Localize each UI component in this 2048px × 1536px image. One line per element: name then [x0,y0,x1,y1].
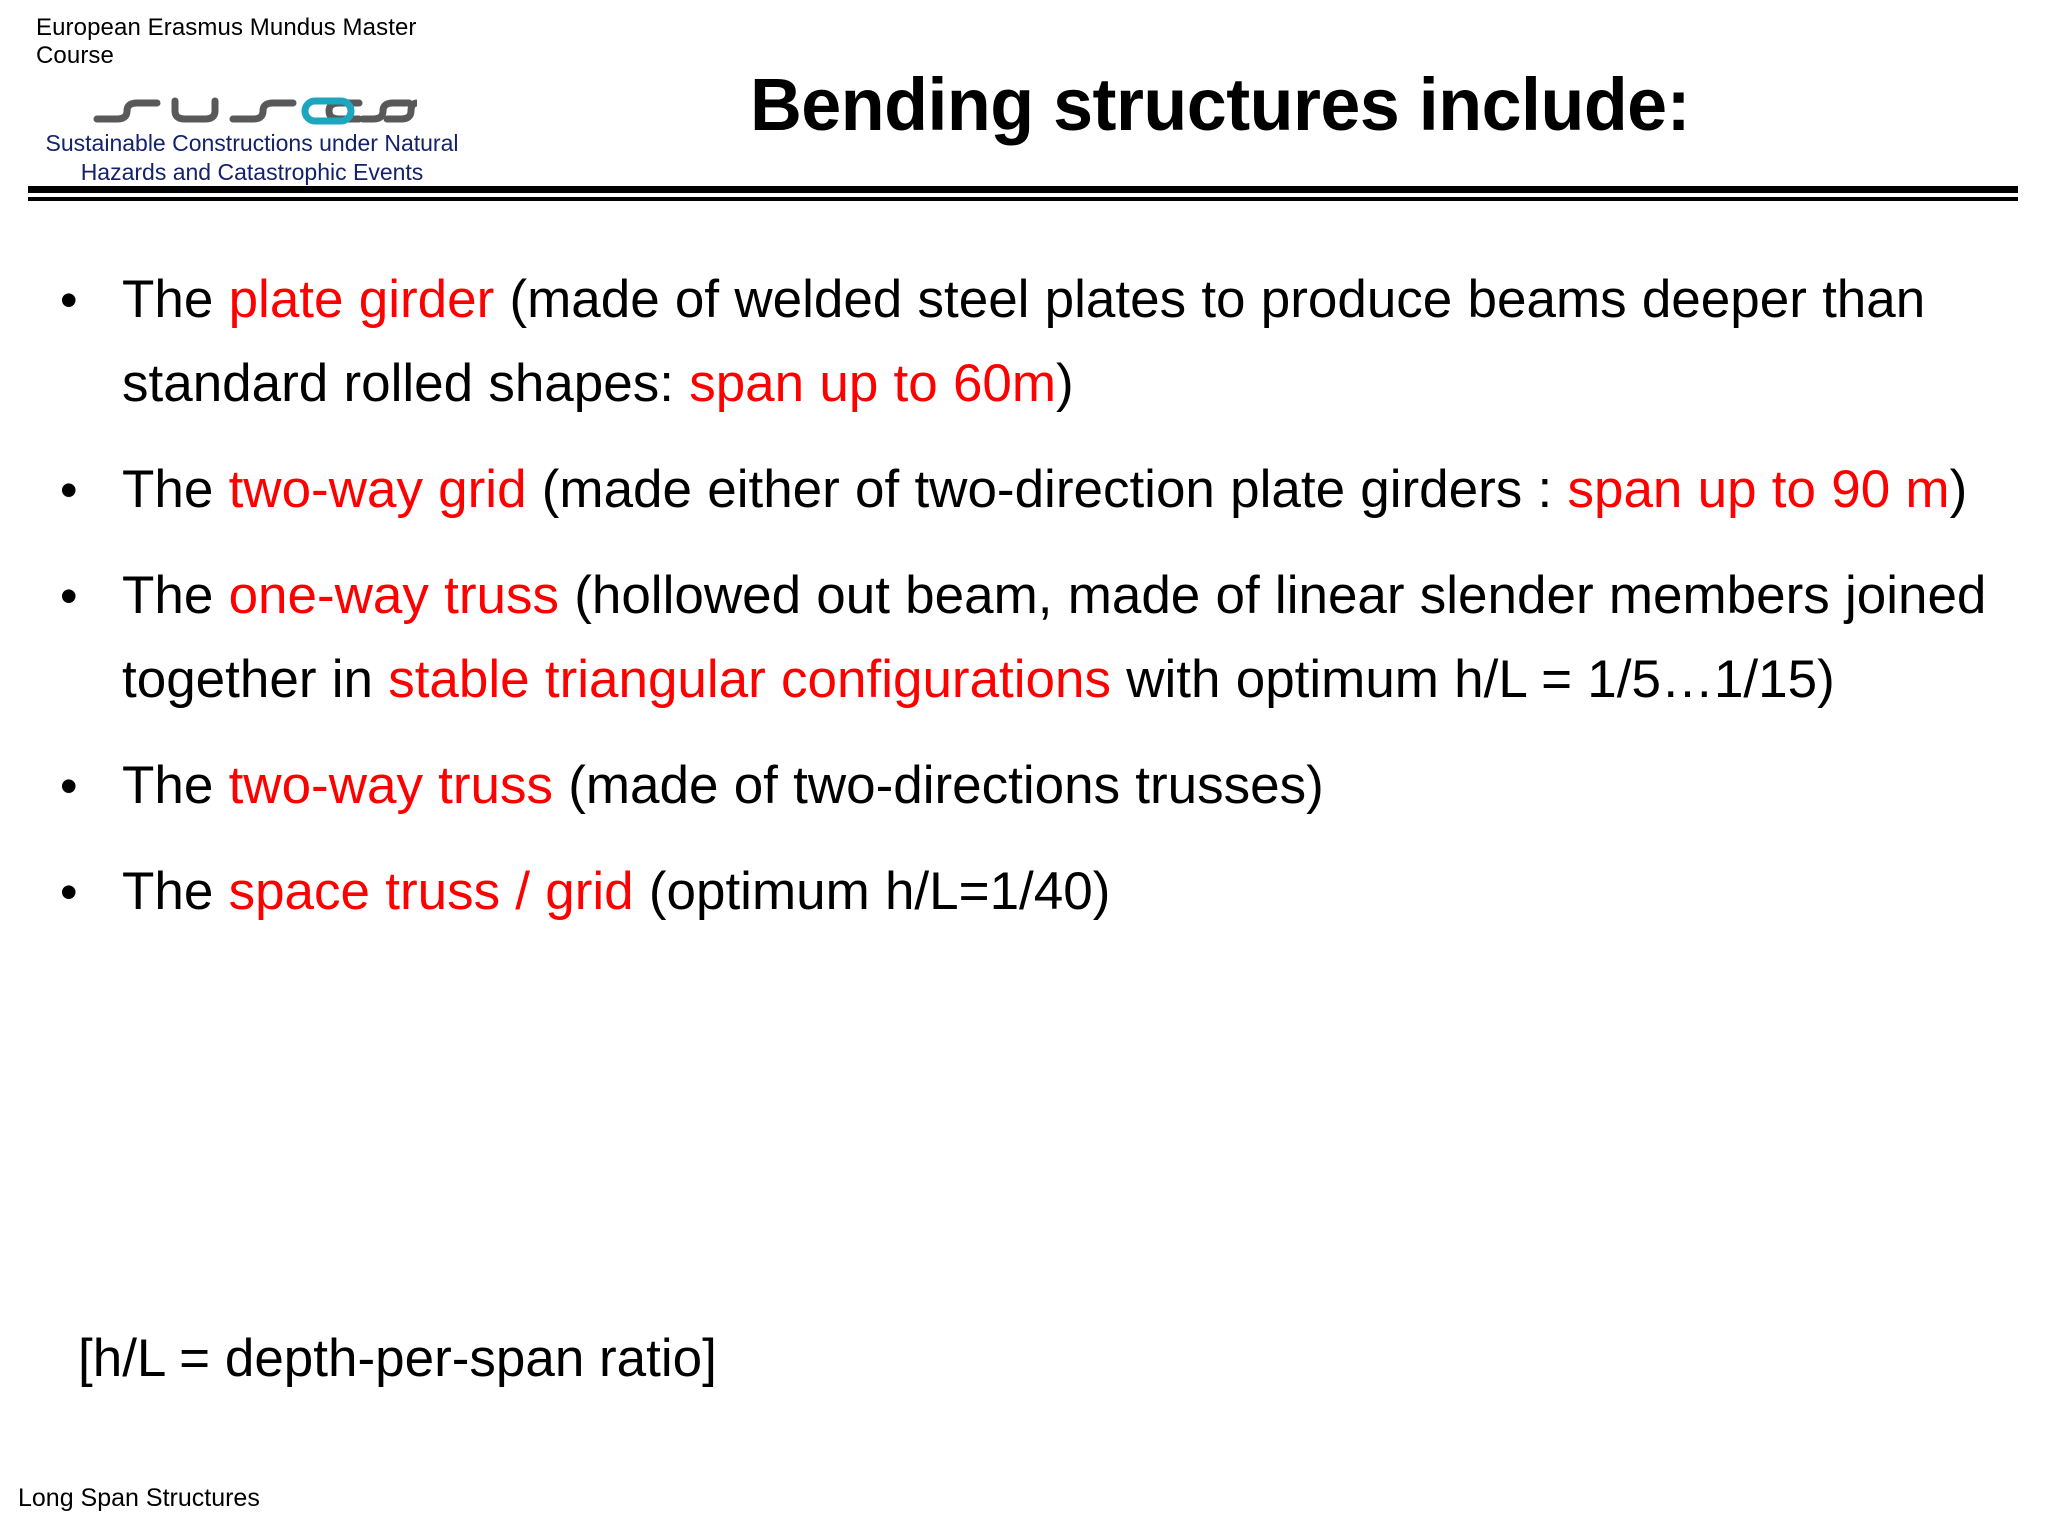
divider-thick-line [28,186,2018,193]
suscos-wordmark-icon [22,75,482,127]
list-item: • The plate girder (made of welded steel… [0,258,2048,426]
list-item: • The one-way truss (hollowed out beam, … [0,554,2048,722]
bullet-segment: The [122,566,229,625]
list-item: • The space truss / grid (optimum h/L=1/… [0,850,2048,934]
definition-note: [h/L = depth-per-span ratio] [78,1329,717,1388]
bullet-text: The two-way truss (made of two-direction… [122,744,1992,828]
bullet-segment: (optimum h/L=1/40) [633,862,1111,921]
bullet-segment: The [122,270,229,329]
bullet-segment: The [122,862,229,921]
divider-thin-line [28,197,2018,201]
bullet-segment-highlight: two-way truss [228,756,554,815]
logo-course-line: European Erasmus Mundus Master Course [36,14,417,69]
bullet-segment: (made either of two-direction plate gird… [526,460,1568,519]
bullet-segment-highlight: span up to 60m [689,354,1057,413]
bullet-text: The space truss / grid (optimum h/L=1/40… [122,850,1992,934]
logo-subtitle-line-1: Sustainable Constructions under Natural [45,130,459,157]
bullet-segment-highlight: space truss / grid [228,862,634,921]
list-item: • The two-way truss (made of two-directi… [0,744,2048,828]
bullet-segment-highlight: stable triangular configurations [388,650,1112,709]
bullet-marker: • [60,864,78,920]
bullet-segment: The [122,460,229,519]
bullet-segment-highlight: span up to 90 m [1567,460,1950,519]
bullet-text: The two-way grid (made either of two-dir… [122,448,1992,532]
bullet-segment: (made of two-directions trusses) [553,756,1324,815]
bullet-segment: ) [1056,354,1074,413]
bullet-segment-highlight: plate girder [228,270,495,329]
list-item: • The two-way grid (made either of two-d… [0,448,2048,532]
bullet-segment: ) [1949,460,1968,519]
divider-gap [28,193,2018,197]
bullet-marker: • [60,568,78,624]
logo-subtitle: Sustainable Constructions under Natural … [22,129,482,187]
suscos-logo-block: European Erasmus Mundus Master Course [22,14,482,187]
bullet-marker: • [60,272,78,328]
bullet-segment: (hollowed out beam, made of linear slend… [122,566,1987,709]
bullet-text: The plate girder (made of welded steel p… [122,258,1992,426]
bullet-list: • The plate girder (made of welded steel… [0,258,2048,956]
bullet-segment: with optimum h/L = 1/5…1/15) [1111,650,1835,709]
bullet-segment: (made of welded steel plates to produce … [122,270,1926,413]
bullet-marker: • [60,462,78,518]
header-divider [28,186,2018,201]
bullet-segment: The [122,756,229,815]
slide-footer: Long Span Structures [18,1484,260,1512]
page-title: Bending structures include: [749,63,1691,146]
logo-subtitle-line-2: Hazards and Catastrophic Events [80,158,424,185]
bullet-text: The one-way truss (hollowed out beam, ma… [122,554,1992,722]
bullet-segment-highlight: one-way truss [228,566,559,625]
bullet-segment-highlight: two-way grid [228,460,527,519]
bullet-marker: • [60,758,78,814]
slide-header: European Erasmus Mundus Master Course [0,0,2048,190]
